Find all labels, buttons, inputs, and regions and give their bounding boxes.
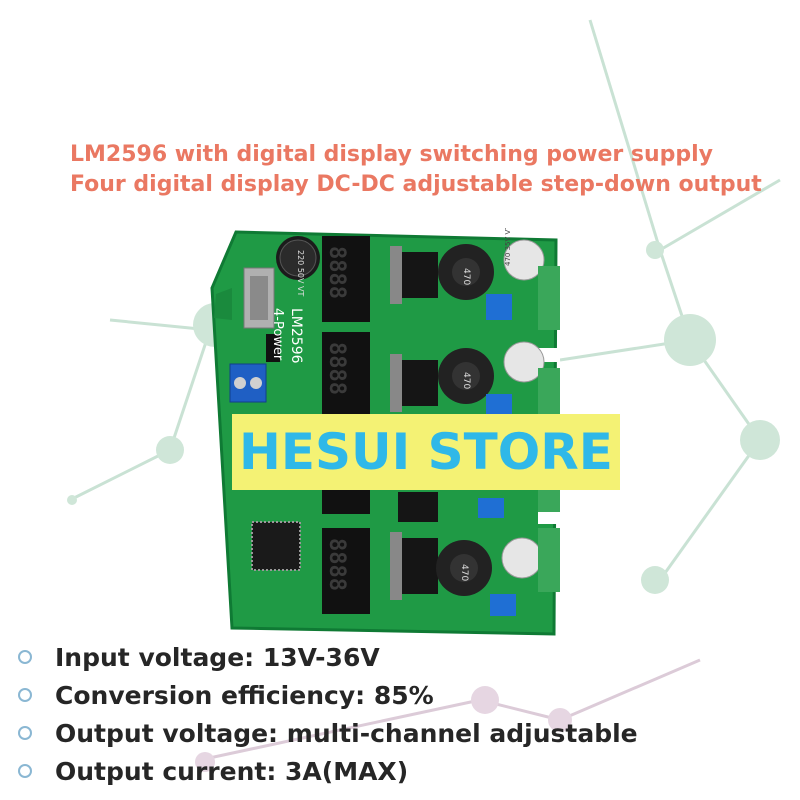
headline-line-1: LM2596 with digital display switching po…	[70, 142, 714, 167]
svg-text:8888: 8888	[324, 342, 349, 395]
regulator-module-1: 470	[390, 239, 560, 330]
spec-input-voltage: Input voltage: 13V-36V	[55, 642, 380, 672]
small-capacitor-label: 220 50V VT	[296, 250, 305, 296]
bullet-circle-icon	[18, 764, 32, 778]
spec-efficiency: Conversion efficiency: 85%	[55, 680, 434, 710]
bullet-circle-icon	[18, 650, 32, 664]
seven-segment-display-4: 8888	[322, 528, 370, 614]
svg-text:470: 470	[459, 564, 469, 581]
svg-text:470: 470	[461, 372, 471, 389]
spec-item: Output voltage: multi-channel adjustable	[18, 714, 778, 752]
seven-segment-display-2: 8888	[322, 332, 370, 418]
regulator-module-3	[398, 482, 560, 522]
bullet-circle-icon	[18, 688, 32, 702]
spec-item: Output current: 3A(MAX)	[18, 752, 778, 790]
svg-text:470: 470	[461, 268, 471, 285]
spec-item: Input voltage: 13V-36V	[18, 638, 778, 676]
headline-line-2: Four digital display DC-DC adjustable st…	[70, 172, 762, 197]
regulator-module-4: 470	[390, 528, 560, 616]
bullet-circle-icon	[18, 726, 32, 740]
silkscreen-chip-text: LM2596	[288, 308, 304, 364]
svg-text:8888: 8888	[324, 246, 349, 299]
seven-segment-display-1: 8888	[322, 236, 370, 322]
spec-output-voltage: Output voltage: multi-channel adjustable	[55, 718, 638, 748]
main-capacitor-label-1: 470 35V VT	[504, 228, 512, 266]
svg-text:8888: 8888	[324, 538, 349, 591]
store-watermark: HESUI STORE	[232, 414, 620, 490]
silkscreen-name-text: 4-Power	[270, 308, 285, 361]
product-headline: LM2596 with digital display switching po…	[70, 140, 790, 200]
spec-output-current: Output current: 3A(MAX)	[55, 756, 409, 786]
spec-item: Conversion efficiency: 85%	[18, 676, 778, 714]
microcontroller-chip	[251, 521, 301, 571]
spec-list: Input voltage: 13V-36V Conversion effici…	[18, 638, 778, 790]
